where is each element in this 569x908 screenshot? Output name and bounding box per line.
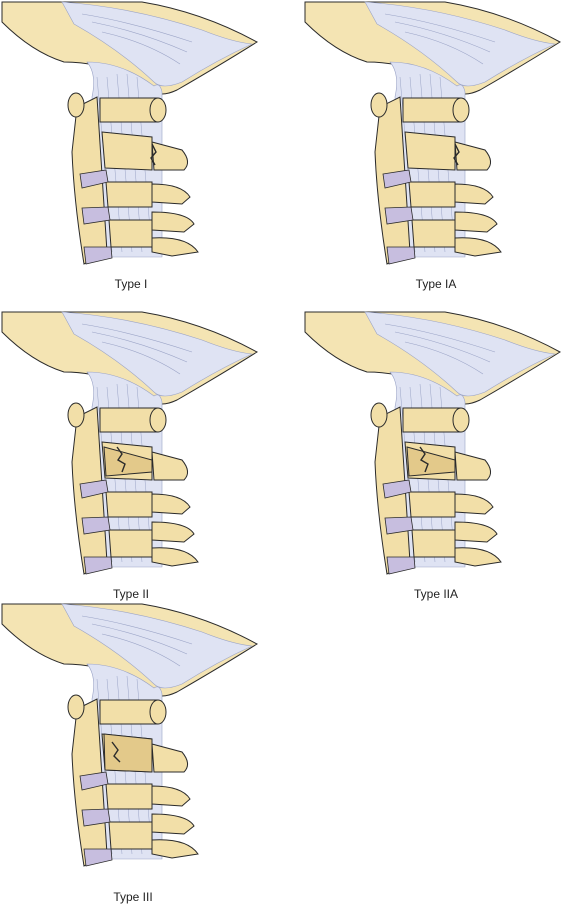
spine-illustration [2, 604, 264, 874]
spine-illustration [2, 312, 264, 582]
panel-caption: Type IIA [413, 587, 459, 601]
panel-caption: Type III [113, 890, 153, 904]
diagram-panel-type-1: Type I [2, 2, 264, 302]
spine-illustration [305, 2, 567, 272]
spine-illustration [2, 2, 264, 272]
panel-caption: Type IA [415, 277, 457, 291]
diagram-panel-type-2a: Type IIA [305, 312, 567, 612]
panel-caption: Type II [112, 587, 150, 601]
diagram-panel-type-1a: Type IA [305, 2, 567, 302]
diagram-panel-type-3: Type III [2, 604, 264, 904]
panel-caption: Type I [114, 277, 148, 291]
spine-illustration [305, 312, 567, 582]
diagram-panel-type-2: Type II [2, 312, 264, 612]
